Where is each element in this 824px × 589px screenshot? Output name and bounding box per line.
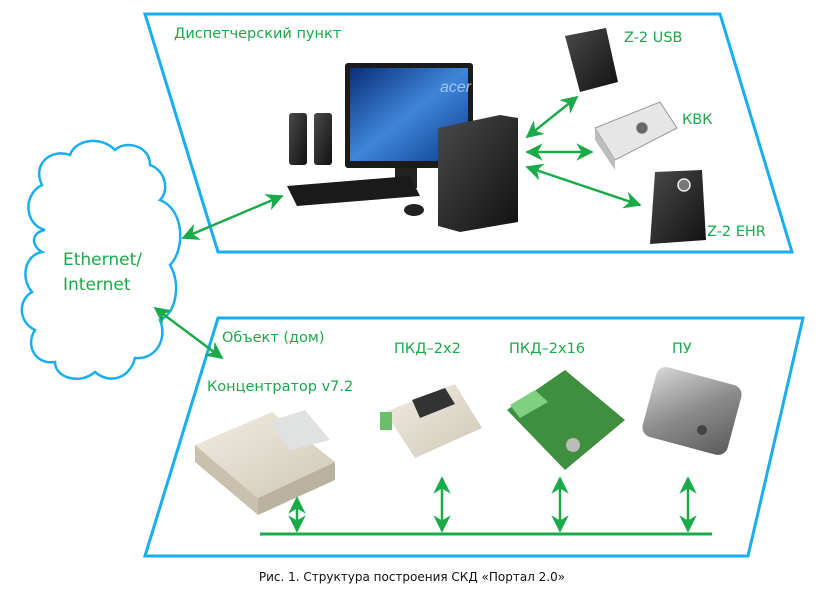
- device-label-z2-usb: Z-2 USB: [624, 30, 683, 46]
- z2-usb-reader-icon: [565, 28, 618, 92]
- svg-text:acer: acer: [440, 79, 472, 96]
- kvk-reader-icon: [594, 101, 678, 170]
- arrow-cloud-object: [153, 306, 224, 360]
- network-label-line1: Ethernet/: [63, 250, 142, 270]
- desktop-pc-icon: acer: [287, 63, 518, 232]
- hub-label: Концентратор v7.2: [207, 379, 354, 395]
- intercom-panel-icon: [642, 367, 742, 455]
- arrow-pc-z2usb: [525, 95, 579, 139]
- device-label-pkd-2x16: ПКД–2х16: [509, 341, 586, 357]
- device-label-kvk: КВК: [682, 112, 713, 128]
- network-label-line2: Internet: [63, 275, 131, 295]
- device-label-pkd-2x2: ПКД–2х2: [394, 341, 461, 357]
- object-zone-frame: [142, 316, 805, 558]
- pkd-2x16-board-icon: [507, 370, 625, 470]
- figure-caption: Рис. 1. Структура построения СКД «Портал…: [258, 570, 566, 584]
- dispatch-title: Диспетчерский пункт: [174, 26, 342, 42]
- object-title: Объект (дом): [222, 330, 325, 346]
- device-label-pu: ПУ: [672, 341, 692, 357]
- device-label-z2-ehr: Z-2 EHR: [707, 224, 766, 240]
- arrow-pc-z2ehr: [525, 163, 642, 209]
- arrow-cloud-pc: [181, 194, 284, 240]
- concentrator-icon: [195, 410, 335, 515]
- pkd-2x2-module-icon: [380, 384, 482, 458]
- z2-ehr-reader-icon: [650, 170, 706, 244]
- dispatch-zone-frame: [142, 12, 795, 254]
